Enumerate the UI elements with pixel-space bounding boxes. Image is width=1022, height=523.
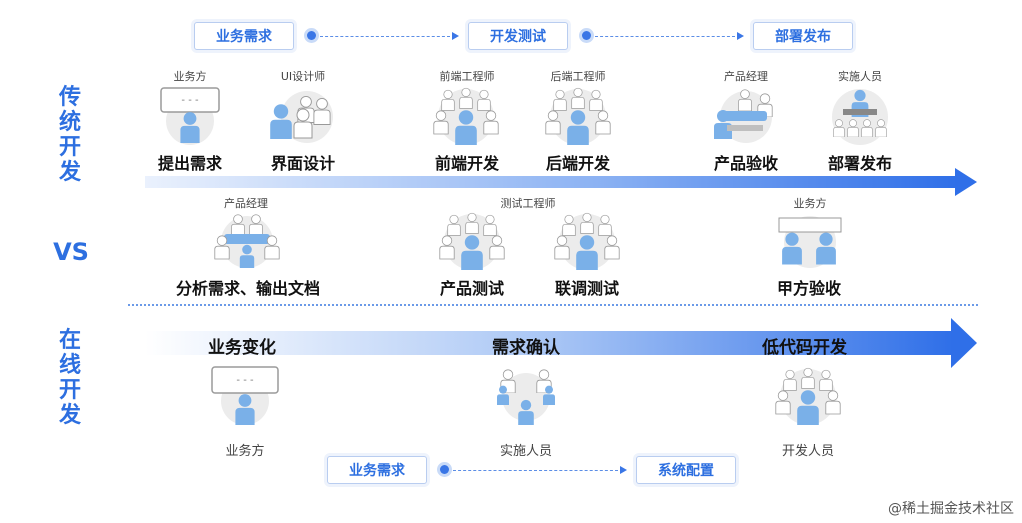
flow-connector bbox=[595, 36, 735, 37]
step-title: 界面设计 bbox=[270, 154, 335, 173]
flow-dot bbox=[307, 31, 316, 40]
speech-person-icon: - - - bbox=[160, 87, 220, 145]
role-label: UI设计师 bbox=[280, 70, 326, 83]
three-people-icon bbox=[497, 369, 555, 425]
side-char: 发 bbox=[58, 160, 81, 185]
section-divider bbox=[128, 304, 978, 306]
step-title: 联调测试 bbox=[554, 279, 619, 298]
side-label-traditional: 传 统 开 发 bbox=[55, 85, 85, 185]
step-title: 甲方验收 bbox=[776, 279, 841, 298]
svg-text:- - -: - - - bbox=[236, 375, 254, 386]
flow-step-deploy: 部署发布 bbox=[753, 22, 853, 50]
team-group-icon bbox=[545, 87, 611, 145]
team-group-icon bbox=[775, 367, 841, 425]
role-label: 前端工程师 bbox=[439, 70, 495, 83]
band-step-lowcode-dev: 低代码开发 bbox=[762, 338, 847, 358]
flow-step-system-config: 系统配置 bbox=[636, 456, 736, 484]
step-title: 前端开发 bbox=[434, 154, 499, 173]
side-char: 统 bbox=[58, 110, 81, 135]
side-label-vs: VS bbox=[53, 238, 89, 266]
role-label: 后端工程师 bbox=[550, 70, 606, 83]
presenter-audience-icon bbox=[832, 89, 888, 145]
flow-arrowhead bbox=[737, 32, 744, 40]
side-char: 开 bbox=[58, 378, 81, 403]
step-title: 产品测试 bbox=[439, 279, 504, 298]
flow-connector bbox=[320, 36, 450, 37]
designer-team-icon bbox=[270, 91, 333, 143]
meeting-table-icon bbox=[214, 214, 280, 268]
timeline-arrow bbox=[145, 168, 977, 196]
team-group-icon bbox=[554, 212, 620, 270]
side-char: 在 bbox=[58, 328, 81, 353]
team-group-icon bbox=[439, 212, 505, 270]
meeting-table-icon bbox=[714, 89, 773, 143]
role-label: 产品经理 bbox=[724, 70, 768, 83]
role-label: 业务方 bbox=[793, 197, 827, 210]
online-role-label: 实施人员 bbox=[499, 444, 552, 459]
flow-arrowhead bbox=[620, 466, 627, 474]
step-title: 部署发布 bbox=[827, 154, 892, 173]
step-title: 分析需求、输出文档 bbox=[175, 279, 320, 298]
flow-step-business-requirement: 业务需求 bbox=[194, 22, 294, 50]
role-label: 测试工程师 bbox=[500, 197, 556, 210]
speech-person-icon: - - - bbox=[211, 366, 279, 425]
svg-text:- - -: - - - bbox=[181, 95, 199, 106]
role-label: 实施人员 bbox=[838, 70, 882, 83]
online-role-label: 开发人员 bbox=[781, 444, 834, 459]
flow-step-dev-test: 开发测试 bbox=[468, 22, 568, 50]
online-band-arrow bbox=[145, 318, 977, 368]
watermark: @稀土掘金技术社区 bbox=[888, 501, 1014, 517]
side-label-online: 在 线 开 发 bbox=[55, 328, 85, 428]
step-title: 提出需求 bbox=[157, 154, 222, 173]
two-people-icon bbox=[778, 216, 842, 268]
role-label: 产品经理 bbox=[224, 197, 268, 210]
online-role-label: 业务方 bbox=[225, 444, 265, 459]
flow-dot bbox=[582, 31, 591, 40]
flow-dot bbox=[440, 465, 449, 474]
side-char: 传 bbox=[58, 85, 81, 110]
side-char: 线 bbox=[58, 353, 81, 378]
step-title: 产品验收 bbox=[713, 154, 778, 173]
team-group-icon bbox=[433, 87, 499, 145]
band-step-business-change: 业务变化 bbox=[208, 338, 276, 358]
side-char: 发 bbox=[58, 403, 81, 428]
band-step-requirement-confirm: 需求确认 bbox=[492, 338, 560, 358]
step-title: 后端开发 bbox=[545, 154, 610, 173]
flow-connector bbox=[453, 470, 618, 471]
flow-arrowhead bbox=[452, 32, 459, 40]
side-char: 开 bbox=[58, 135, 81, 160]
role-label: 业务方 bbox=[173, 70, 207, 83]
flow-step-business-requirement: 业务需求 bbox=[327, 456, 427, 484]
